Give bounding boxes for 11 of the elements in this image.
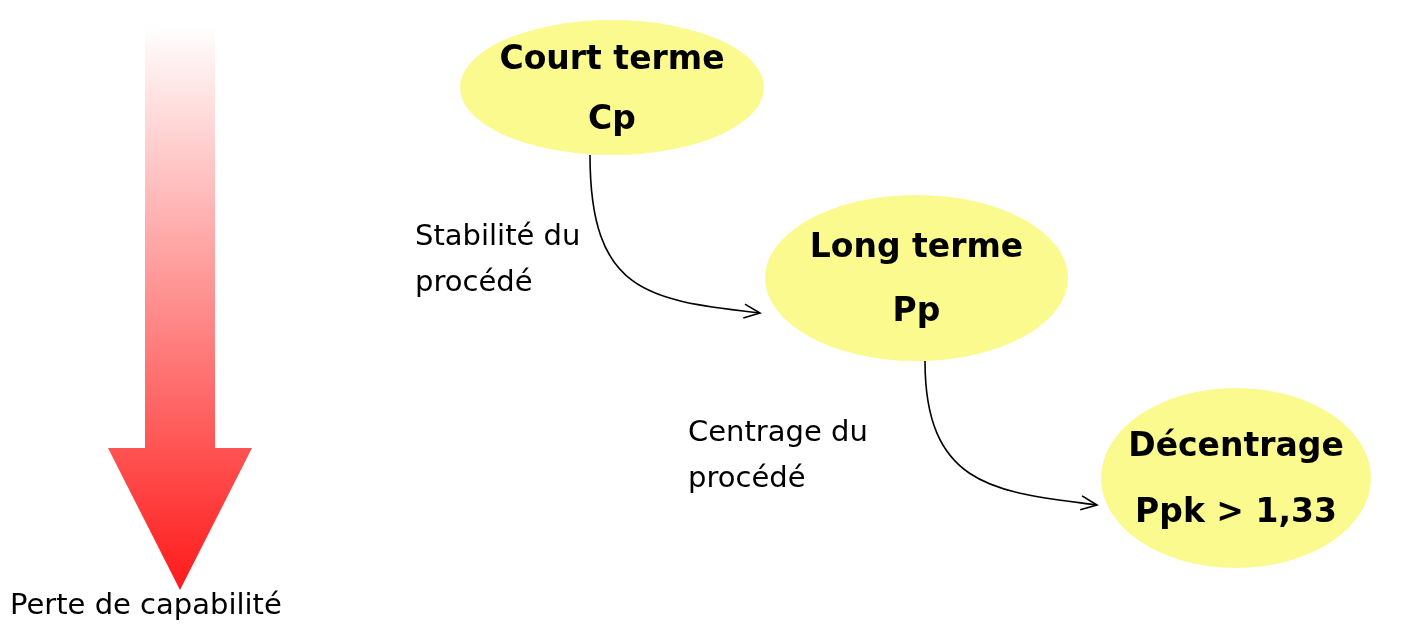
curved-arrow xyxy=(589,154,761,319)
node-text: Cp xyxy=(588,98,636,137)
node-text: Court terme xyxy=(499,38,725,77)
curved-arrow xyxy=(924,360,1098,511)
node-text: Décentrage xyxy=(1128,426,1344,464)
axis-label: Perte de capabilité xyxy=(10,587,282,621)
edge-label: Centrage du procédé xyxy=(688,413,869,496)
node-text: Long terme xyxy=(809,227,1024,265)
edge-label: Stabilité du procédé xyxy=(415,217,582,300)
node-text: Pp xyxy=(892,291,941,329)
node-text: Ppk > 1,33 xyxy=(1135,492,1337,530)
